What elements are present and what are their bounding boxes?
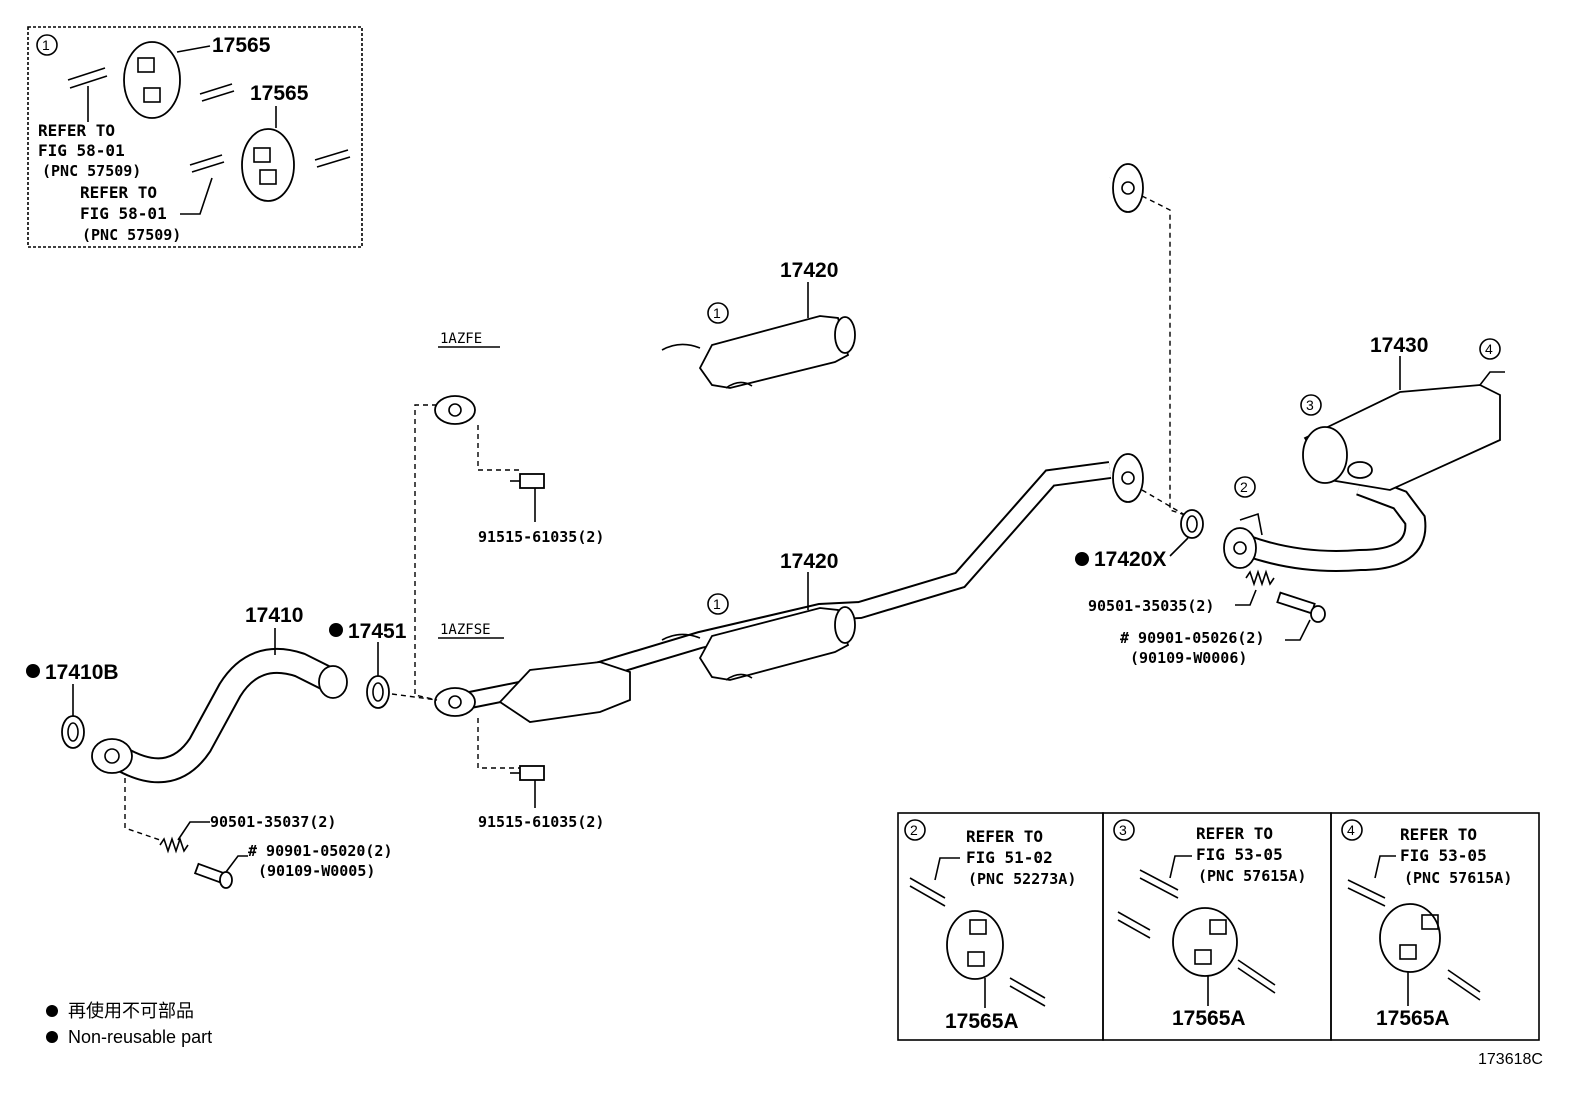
spring-left-label: 90501-35037(2): [210, 813, 336, 831]
gasket-17451: 17451: [329, 620, 438, 709]
inset-4-hanger-detail: 4 REFER TO FIG 53-05 (PNC 57615A) 17565A: [1330, 812, 1540, 1041]
spring-right-label: 90501-35035(2): [1088, 597, 1214, 615]
inset-4-fig: FIG 53-05: [1400, 846, 1487, 865]
legend: 再使用不可部品 Non-reusable part: [46, 1001, 212, 1047]
inset-1-hanger-detail: 1 17565 17565 REFER TO FIG 58-01 (P: [27, 26, 363, 248]
inset-4-refer: REFER TO: [1400, 825, 1477, 844]
spring-icon: [159, 836, 189, 854]
fig-ref-a: FIG 58-01: [38, 141, 125, 160]
pnc-ref-a: (PNC 57509): [42, 162, 141, 180]
inset-2-fig: FIG 51-02: [966, 848, 1053, 867]
callout-1-label: 1: [42, 37, 50, 53]
spring-icon: [1245, 569, 1275, 587]
center-pipe-1azfe: 1AZFE 1 17420 91515-61035(2): [434, 163, 1144, 546]
tail-pipe-17430: 17430 4 3 2: [1223, 334, 1505, 572]
part-17420x-label: 17420X: [1094, 548, 1166, 571]
bolt-bottom-label: 91515-61035(2): [478, 813, 604, 831]
inset-4-pnc: (PNC 57615A): [1404, 869, 1512, 887]
callout-4-label: 4: [1485, 341, 1493, 357]
legend-english: Non-reusable part: [68, 1027, 212, 1047]
gasket-17410b: 17410B: [26, 661, 119, 749]
rubber-hanger-icon: [1117, 869, 1276, 994]
bolt-left-alt-label: (90109-W0005): [258, 862, 375, 880]
front-pipe-17410: 17410 90501-35037(2) # 90901-05020(2) (9…: [91, 604, 393, 889]
callout-2-label: 2: [1240, 479, 1248, 495]
bolt-right-alt-label: (90109-W0006): [1130, 649, 1247, 667]
bolt-icon: [510, 765, 545, 781]
inset-2-hanger-detail: 2 REFER TO FIG 51-02 (PNC 52273A) 17565A: [897, 812, 1104, 1041]
bolt-icon: [510, 473, 545, 489]
bolt-left-label: # 90901-05020(2): [248, 842, 393, 860]
part-17565a-label-2: 17565A: [1172, 1007, 1246, 1030]
callout-1-top: 1: [713, 305, 721, 321]
pnc-ref-b: (PNC 57509): [82, 226, 181, 244]
non-reusable-dot-icon: [1075, 552, 1089, 566]
inset-3-fig: FIG 53-05: [1196, 845, 1283, 864]
engine-label-1azfse: 1AZFSE: [440, 622, 491, 638]
part-17565a-label-1: 17565A: [945, 1010, 1019, 1033]
non-reusable-dot-icon: [46, 1005, 58, 1017]
bolt-right-label: # 90901-05026(2): [1120, 629, 1265, 647]
refer-to-a: REFER TO: [38, 121, 115, 140]
rubber-hanger-icon: [1347, 879, 1481, 1001]
inset-3-pnc: (PNC 57615A): [1198, 867, 1306, 885]
tail-fasteners: 90501-35035(2) # 90901-05026(2) (90109-W…: [1088, 569, 1326, 667]
part-17451-label: 17451: [348, 620, 407, 643]
non-reusable-dot-icon: [329, 623, 343, 637]
non-reusable-dot-icon: [46, 1031, 58, 1043]
inset-3-hanger-detail: 3 REFER TO FIG 53-05 (PNC 57615A) 17565A: [1102, 812, 1332, 1041]
rubber-hanger-icon: [189, 128, 351, 202]
part-17565-label-a: 17565: [212, 34, 271, 57]
rubber-hanger-icon: [909, 877, 1046, 1007]
fig-ref-b: FIG 58-01: [80, 204, 167, 223]
rubber-hanger-icon: [67, 41, 235, 122]
part-17430-label: 17430: [1370, 334, 1428, 357]
inset-4-callout: 4: [1347, 822, 1355, 838]
legend-japanese: 再使用不可部品: [68, 1001, 194, 1021]
refer-to-b: REFER TO: [80, 183, 157, 202]
center-pipe-1azfse: 1AZFSE 1 17420 91515-61035(2): [434, 453, 1144, 831]
callout-1-bottom: 1: [713, 596, 721, 612]
part-17410b-label: 17410B: [45, 661, 119, 684]
bolt-icon: [193, 862, 233, 889]
gasket-17420x: 17420X: [1075, 509, 1204, 571]
engine-label-1azfe: 1AZFE: [440, 331, 482, 347]
part-17410-label: 17410: [245, 604, 303, 627]
part-17420-top-label: 17420: [780, 259, 838, 282]
inset-2-callout: 2: [910, 822, 918, 838]
part-17420-bottom-label: 17420: [780, 550, 838, 573]
inset-2-refer: REFER TO: [966, 827, 1043, 846]
inset-3-callout: 3: [1119, 822, 1127, 838]
bolt-icon: [1276, 591, 1326, 623]
figure-id: 173618C: [1478, 1051, 1543, 1068]
inset-3-refer: REFER TO: [1196, 824, 1273, 843]
non-reusable-dot-icon: [26, 664, 40, 678]
bolt-top-label: 91515-61035(2): [478, 528, 604, 546]
part-17565-label-b: 17565: [250, 82, 309, 105]
callout-3-label: 3: [1306, 397, 1314, 413]
part-17565a-label-3: 17565A: [1376, 1007, 1450, 1030]
inset-2-pnc: (PNC 52273A): [968, 870, 1076, 888]
